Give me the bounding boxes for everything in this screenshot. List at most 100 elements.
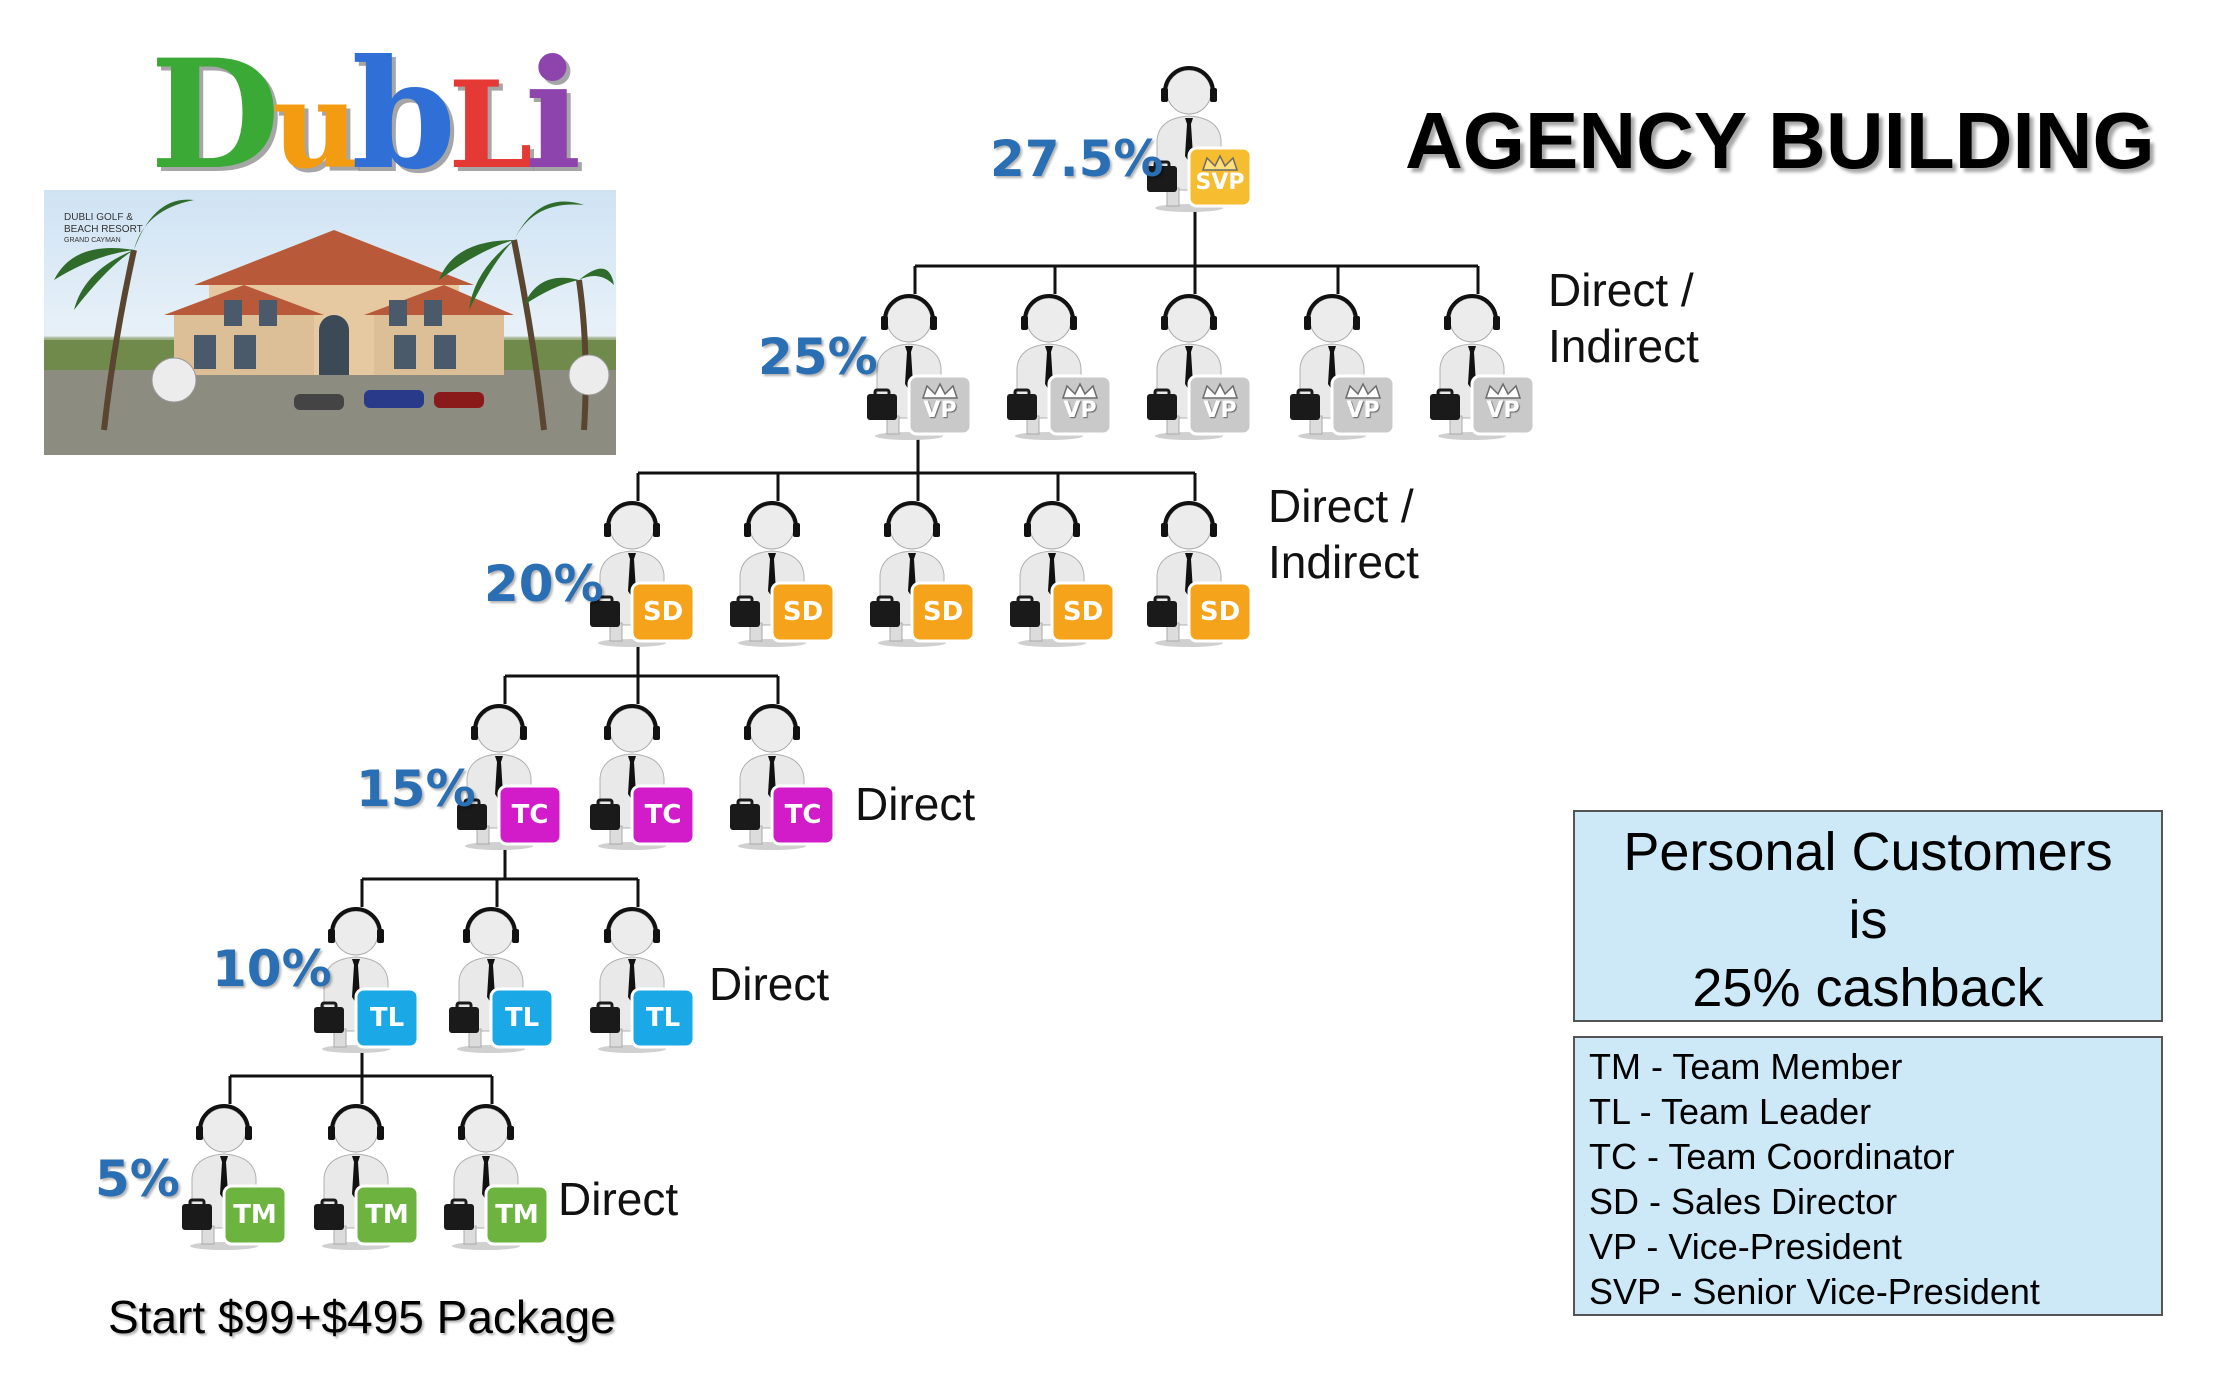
person-figure bbox=[590, 704, 696, 850]
badge-label: SVP bbox=[1195, 170, 1245, 195]
agent-sd: SD bbox=[1008, 497, 1118, 647]
start-package-note: Start $99+$495 Package bbox=[108, 1291, 616, 1343]
agent-vp: VP bbox=[1288, 290, 1398, 440]
person-figure bbox=[1147, 294, 1253, 440]
badge-label: VP bbox=[1486, 398, 1520, 423]
person-figure bbox=[870, 501, 976, 647]
badge-label: TM bbox=[233, 1200, 277, 1230]
logo-letter: D bbox=[150, 27, 280, 203]
badge-label: TL bbox=[504, 1003, 540, 1033]
legend-item: TC - Team Coordinator bbox=[1589, 1136, 1955, 1177]
badge-label: TL bbox=[369, 1003, 405, 1033]
tier-type-line: Direct bbox=[558, 1173, 679, 1225]
badge-label: TL bbox=[645, 1003, 681, 1033]
person-figure bbox=[1147, 66, 1253, 212]
badge-label: TC bbox=[511, 800, 549, 830]
tier-type-label: Direct bbox=[558, 1171, 678, 1227]
badge-label: TM bbox=[365, 1200, 409, 1230]
badge-label: SD bbox=[922, 597, 964, 627]
agent-vp: VP bbox=[1145, 290, 1255, 440]
person-figure bbox=[1430, 294, 1536, 440]
legend-box: TM - Team Member TL - Team Leader TC - T… bbox=[1573, 1036, 2163, 1316]
person-figure bbox=[1010, 501, 1116, 647]
page-title: AGENCY BUILDING bbox=[1405, 96, 2155, 185]
tier-type-line: Direct / bbox=[1268, 480, 1414, 532]
agent-sd: SD bbox=[1145, 497, 1255, 647]
tier-type-line: Direct bbox=[709, 958, 830, 1010]
badge-label: TM bbox=[495, 1200, 539, 1230]
badge-label: VP bbox=[923, 398, 957, 423]
cashback-box: Personal Customers is 25% cashback bbox=[1573, 810, 2163, 1022]
person-figure bbox=[314, 1104, 420, 1250]
legend-item: TM - Team Member bbox=[1589, 1046, 1903, 1087]
badge-label: TC bbox=[644, 800, 682, 830]
photo-caption-line: GRAND CAYMAN bbox=[64, 237, 121, 244]
agent-tl: TL bbox=[588, 903, 698, 1053]
tier-type-label: Direct /Indirect bbox=[1268, 478, 1419, 590]
person-figure bbox=[590, 501, 696, 647]
person-figure bbox=[730, 704, 836, 850]
dubli-logo: DubLi bbox=[150, 27, 582, 203]
agent-tl: TL bbox=[447, 903, 557, 1053]
agent-tm: TM bbox=[442, 1100, 552, 1250]
tier-type-line: Direct / bbox=[1548, 264, 1694, 316]
tier-percentage: 27.5% bbox=[990, 130, 1164, 188]
resort-illustration: DUBLI GOLF & BEACH RESORT GRAND CAYMAN bbox=[44, 199, 616, 455]
tier-type-label: Direct bbox=[709, 956, 829, 1012]
badge-label: VP bbox=[1346, 398, 1380, 423]
tier-percentage: 5% bbox=[95, 1150, 180, 1208]
resort-photo: DUBLI GOLF & BEACH RESORT GRAND CAYMAN bbox=[44, 190, 616, 455]
badge-label: VP bbox=[1063, 398, 1097, 423]
person-figure bbox=[457, 704, 563, 850]
person-figure bbox=[1290, 294, 1396, 440]
person-figure bbox=[1147, 501, 1253, 647]
tier-percentage: 10% bbox=[212, 940, 332, 998]
cashback-line: is bbox=[1848, 890, 1888, 950]
person-figure bbox=[590, 907, 696, 1053]
legend-item: TL - Team Leader bbox=[1589, 1091, 1872, 1132]
person-figure bbox=[730, 501, 836, 647]
tier-percentage: 15% bbox=[356, 760, 476, 818]
logo-letter: u bbox=[272, 55, 359, 196]
badge-label: SD bbox=[1062, 597, 1104, 627]
person-figure bbox=[867, 294, 973, 440]
badge-label: TC bbox=[784, 800, 822, 830]
logo-letter: i bbox=[524, 27, 582, 203]
agent-sd: SD bbox=[588, 497, 698, 647]
cashback-line: 25% cashback bbox=[1692, 958, 2044, 1018]
tier-type-line: Indirect bbox=[1548, 320, 1699, 372]
photo-caption-line: BEACH RESORT bbox=[64, 224, 143, 235]
tier-type-label: Direct /Indirect bbox=[1548, 262, 1699, 374]
tier-type-line: Direct bbox=[855, 778, 976, 830]
agent-tl: TL bbox=[312, 903, 422, 1053]
cashback-line: Personal Customers bbox=[1623, 822, 2113, 882]
agent-tc: TC bbox=[728, 700, 838, 850]
agent-vp: VP bbox=[865, 290, 975, 440]
legend-item: VP - Vice-President bbox=[1589, 1226, 1902, 1267]
legend-item: SVP - Senior Vice-President bbox=[1589, 1271, 2040, 1312]
person-figure bbox=[444, 1104, 550, 1250]
agent-tm: TM bbox=[180, 1100, 290, 1250]
badge-label: SD bbox=[1199, 597, 1241, 627]
tier-percentage: 25% bbox=[758, 328, 878, 386]
agent-vp: VP bbox=[1005, 290, 1115, 440]
agent-sd: SD bbox=[728, 497, 838, 647]
badge-label: SD bbox=[642, 597, 684, 627]
legend-item: SD - Sales Director bbox=[1589, 1181, 1898, 1222]
logo-letter: b bbox=[351, 27, 456, 203]
logo-letter: L bbox=[448, 55, 532, 196]
tier-type-line: Indirect bbox=[1268, 536, 1419, 588]
agent-tm: TM bbox=[312, 1100, 422, 1250]
agent-vp: VP bbox=[1428, 290, 1538, 440]
badge-label: SD bbox=[782, 597, 824, 627]
agent-sd: SD bbox=[868, 497, 978, 647]
person-figure bbox=[314, 907, 420, 1053]
tier-percentage: 20% bbox=[484, 555, 604, 613]
agent-tc: TC bbox=[455, 700, 565, 850]
person-figure bbox=[1007, 294, 1113, 440]
photo-caption-line: DUBLI GOLF & bbox=[64, 212, 133, 223]
tier-type-label: Direct bbox=[855, 776, 975, 832]
person-figure bbox=[182, 1104, 288, 1250]
agent-tc: TC bbox=[588, 700, 698, 850]
